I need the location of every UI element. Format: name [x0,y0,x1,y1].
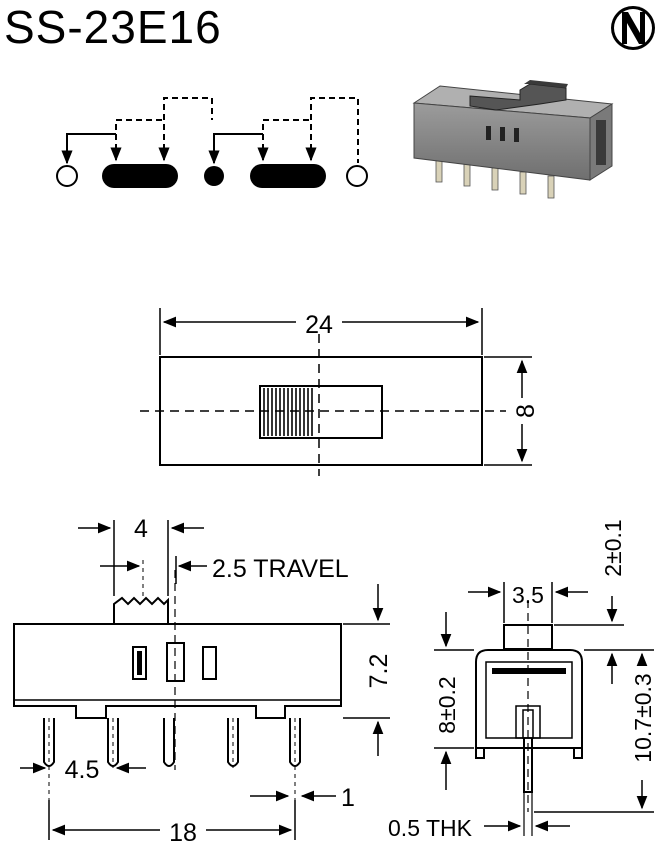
actuator-width-label: 4 [134,515,148,543]
actuator-end-width-label: 3.5 [512,582,544,608]
circuit-schematic [56,97,368,188]
width-label: 8 [512,404,540,418]
pin-width-label: 1 [341,784,355,812]
height-label: 7.2 [365,654,393,689]
pin-thickness-label: 0.5 THK [388,815,473,841]
brand-logo-icon [611,6,655,50]
travel-label: 2.5 TRAVEL [212,555,349,583]
pin-pitch-label: 4.5 [65,756,100,784]
product-illustration [412,80,614,199]
side-view [13,520,390,840]
pin-span-label: 18 [169,819,197,844]
end-view [434,582,654,836]
length-label: 24 [305,311,333,339]
actuator-protrusion-label: 2±0.1 [600,519,626,576]
top-view [140,308,532,476]
body-height-end-label: 8±0.2 [434,676,460,733]
total-height-label: 10.7±0.3 [630,673,656,762]
part-number-title: SS-23E16 [4,1,222,53]
